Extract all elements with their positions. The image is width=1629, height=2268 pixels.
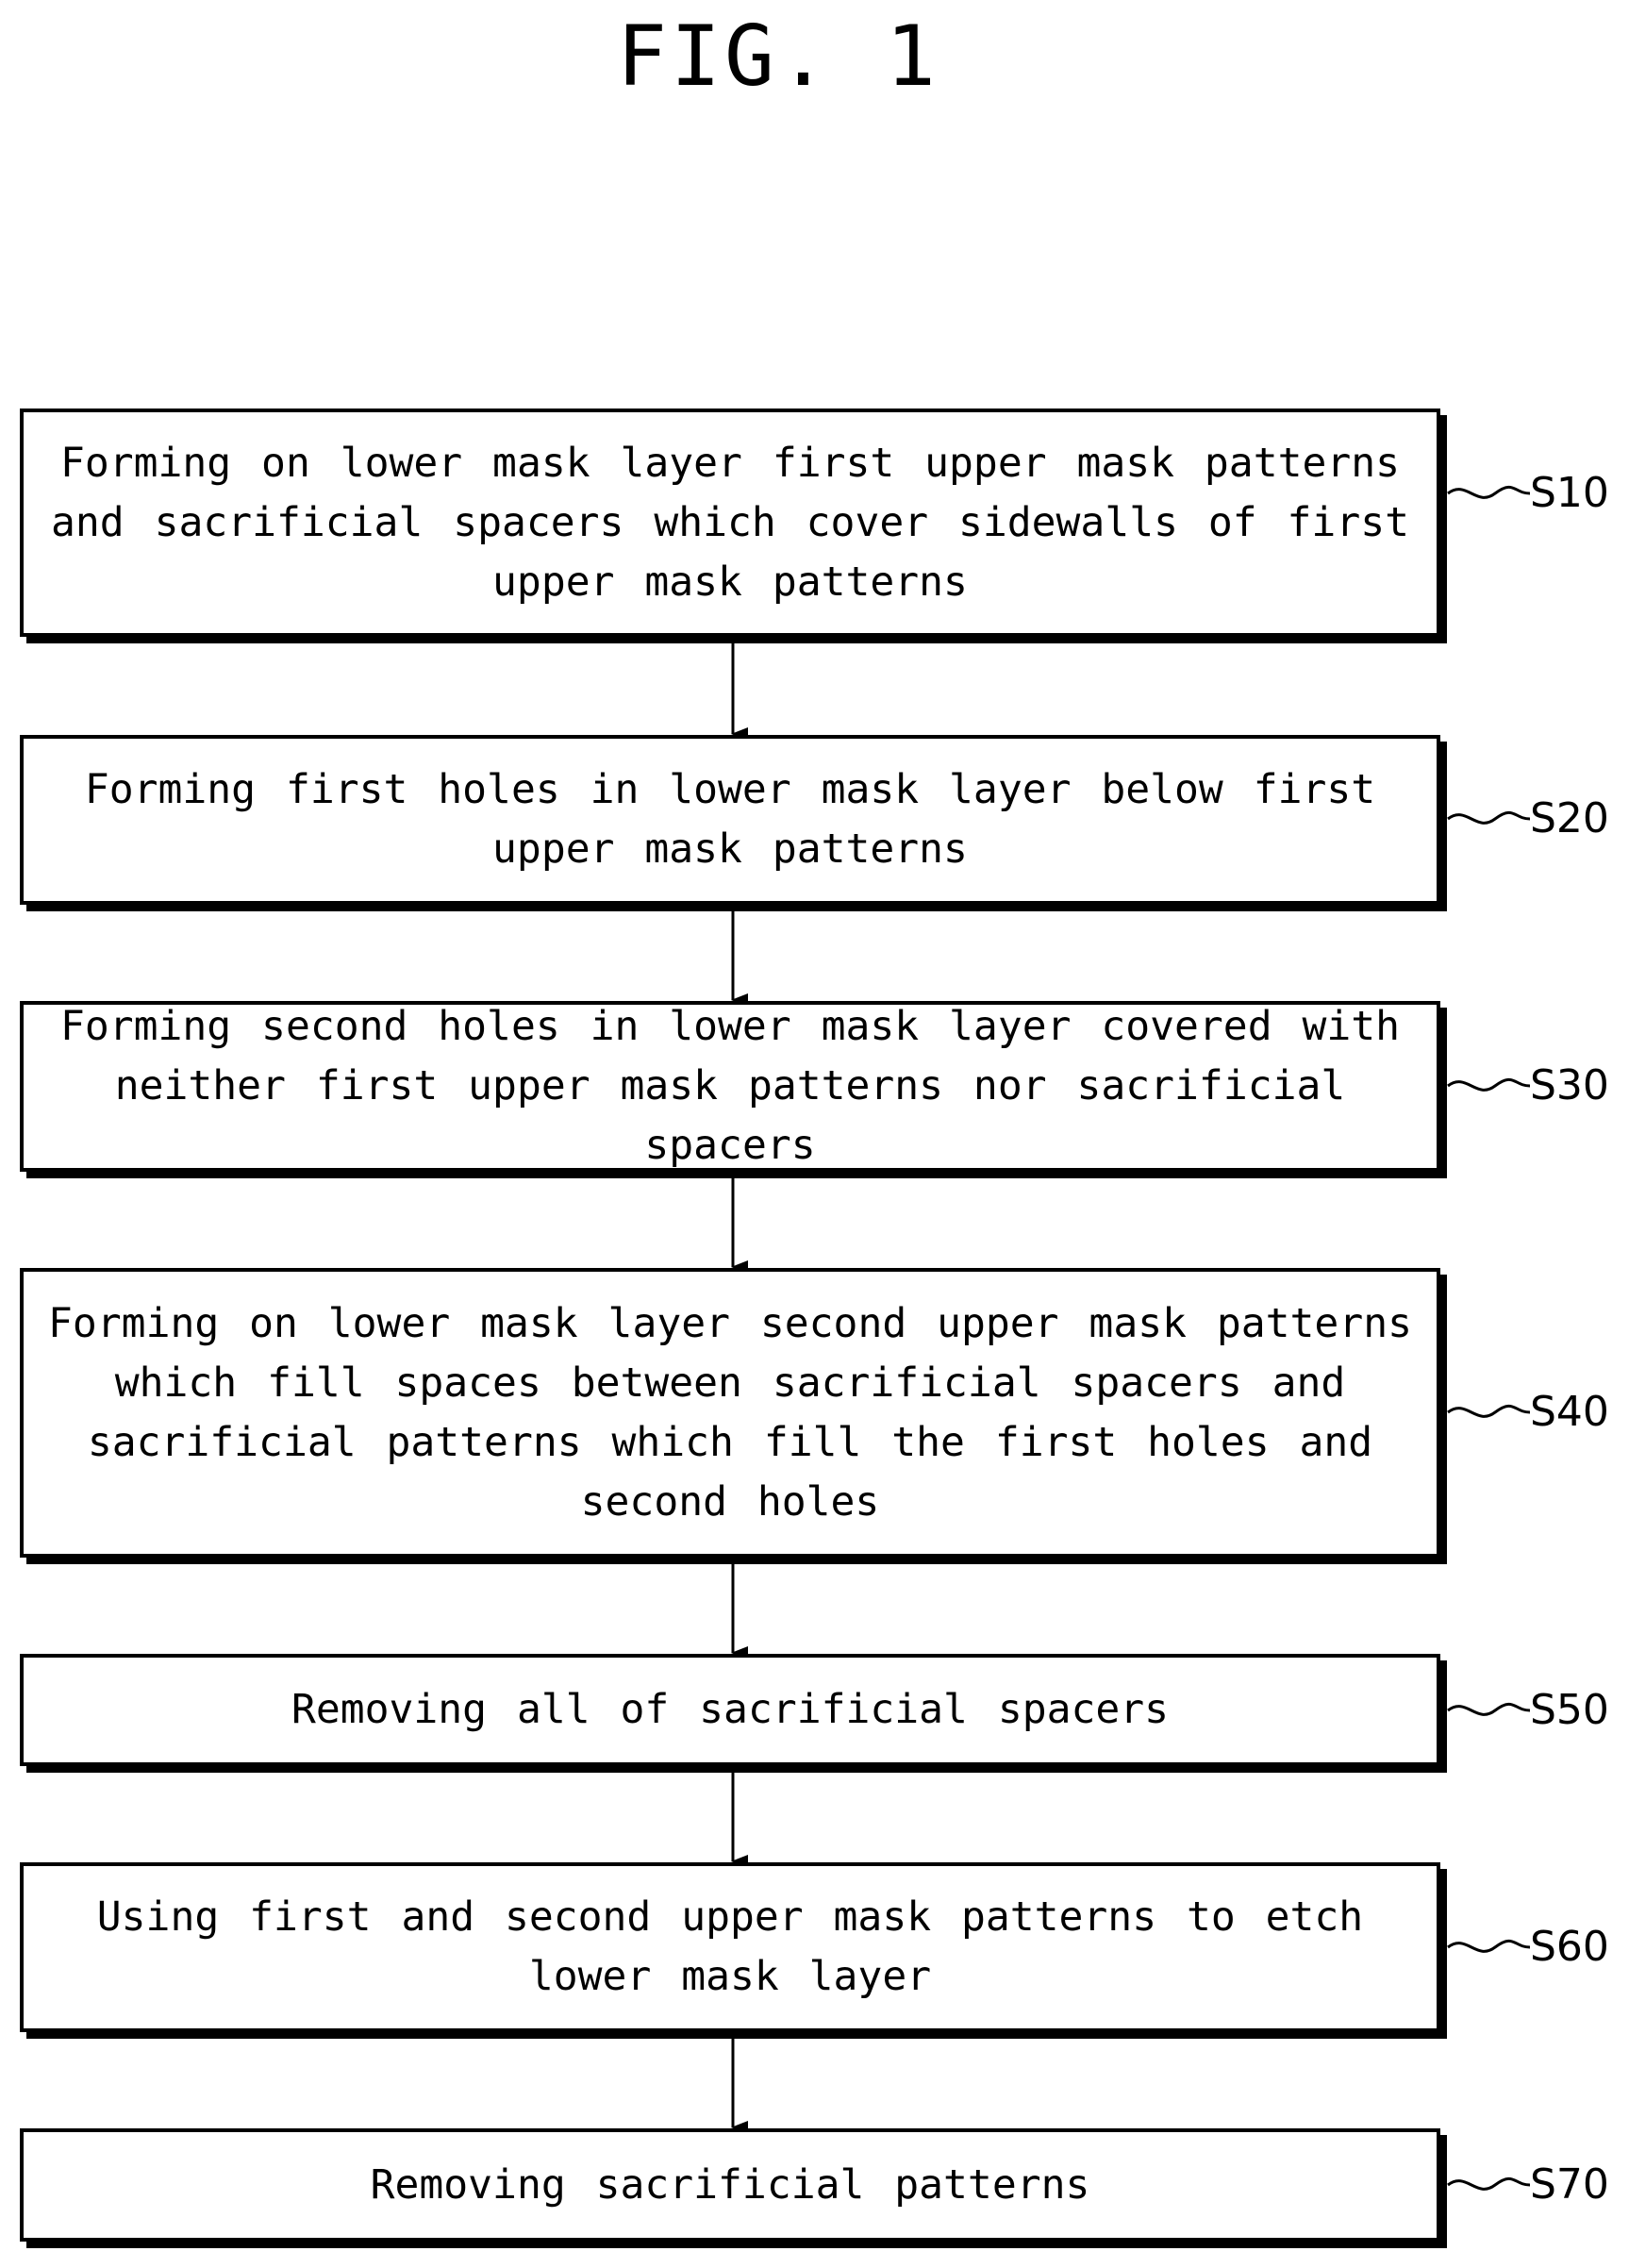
step-text-s40: Forming on lower mask layer second upper… bbox=[44, 1294, 1416, 1532]
step-text-s20: Forming first holes in lower mask layer … bbox=[44, 760, 1416, 879]
step-box-s70: Removing sacrificial patterns bbox=[20, 2128, 1440, 2242]
step-label-s40: S40 bbox=[1530, 1389, 1609, 1436]
leader-s20 bbox=[1448, 812, 1530, 823]
step-label-s50: S50 bbox=[1530, 1687, 1609, 1734]
step-box-s40: Forming on lower mask layer second upper… bbox=[20, 1268, 1440, 1558]
step-label-s20: S20 bbox=[1530, 795, 1609, 842]
leader-s40 bbox=[1448, 1406, 1530, 1416]
step-text-s70: Removing sacrificial patterns bbox=[371, 2156, 1090, 2215]
leader-s60 bbox=[1448, 1941, 1530, 1951]
step-box-s20: Forming first holes in lower mask layer … bbox=[20, 735, 1440, 905]
step-box-s50: Removing all of sacrificial spacers bbox=[20, 1654, 1440, 1766]
step-box-s30: Forming second holes in lower mask layer… bbox=[20, 1001, 1440, 1172]
step-box-s10: Forming on lower mask layer first upper … bbox=[20, 409, 1440, 637]
step-text-s30: Forming second holes in lower mask layer… bbox=[44, 997, 1416, 1176]
step-label-s70: S70 bbox=[1530, 2161, 1609, 2209]
step-box-s60: Using first and second upper mask patter… bbox=[20, 1862, 1440, 2032]
step-text-s50: Removing all of sacrificial spacers bbox=[291, 1680, 1169, 1740]
step-label-s10: S10 bbox=[1530, 470, 1609, 517]
leader-s30 bbox=[1448, 1079, 1530, 1090]
step-text-s60: Using first and second upper mask patter… bbox=[44, 1888, 1416, 2007]
leader-s70 bbox=[1448, 2178, 1530, 2189]
step-label-s30: S30 bbox=[1530, 1062, 1609, 1109]
leader-s50 bbox=[1448, 1704, 1530, 1714]
leader-s10 bbox=[1448, 487, 1530, 497]
step-text-s10: Forming on lower mask layer first upper … bbox=[44, 434, 1416, 612]
step-label-s60: S60 bbox=[1530, 1924, 1609, 1971]
